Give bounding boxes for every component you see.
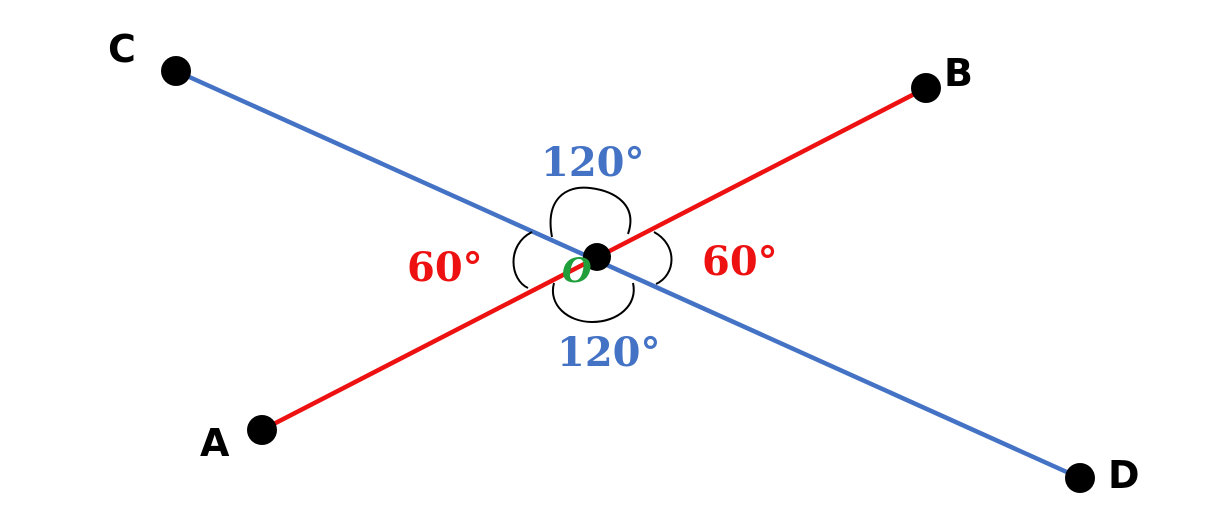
angle-label-right: 60° bbox=[702, 238, 778, 285]
arc-bottom-angle bbox=[551, 282, 635, 324]
label-o: O bbox=[562, 251, 592, 291]
point-o bbox=[583, 243, 611, 271]
label-c: C bbox=[108, 27, 136, 71]
point-d bbox=[1065, 463, 1095, 493]
angle-label-bottom: 120° bbox=[557, 329, 661, 376]
arc-left-angle bbox=[512, 231, 533, 289]
label-a: A bbox=[200, 421, 230, 465]
angle-label-top: 120° bbox=[541, 139, 645, 186]
point-b bbox=[911, 73, 941, 103]
arc-right-angle bbox=[653, 231, 673, 285]
point-a bbox=[247, 415, 277, 445]
label-b: B bbox=[944, 51, 973, 95]
angle-label-left: 60° bbox=[407, 244, 483, 291]
line-cd bbox=[173, 68, 1083, 481]
arc-top-angle bbox=[549, 186, 632, 238]
point-c bbox=[161, 56, 191, 86]
label-d: D bbox=[1108, 453, 1140, 497]
